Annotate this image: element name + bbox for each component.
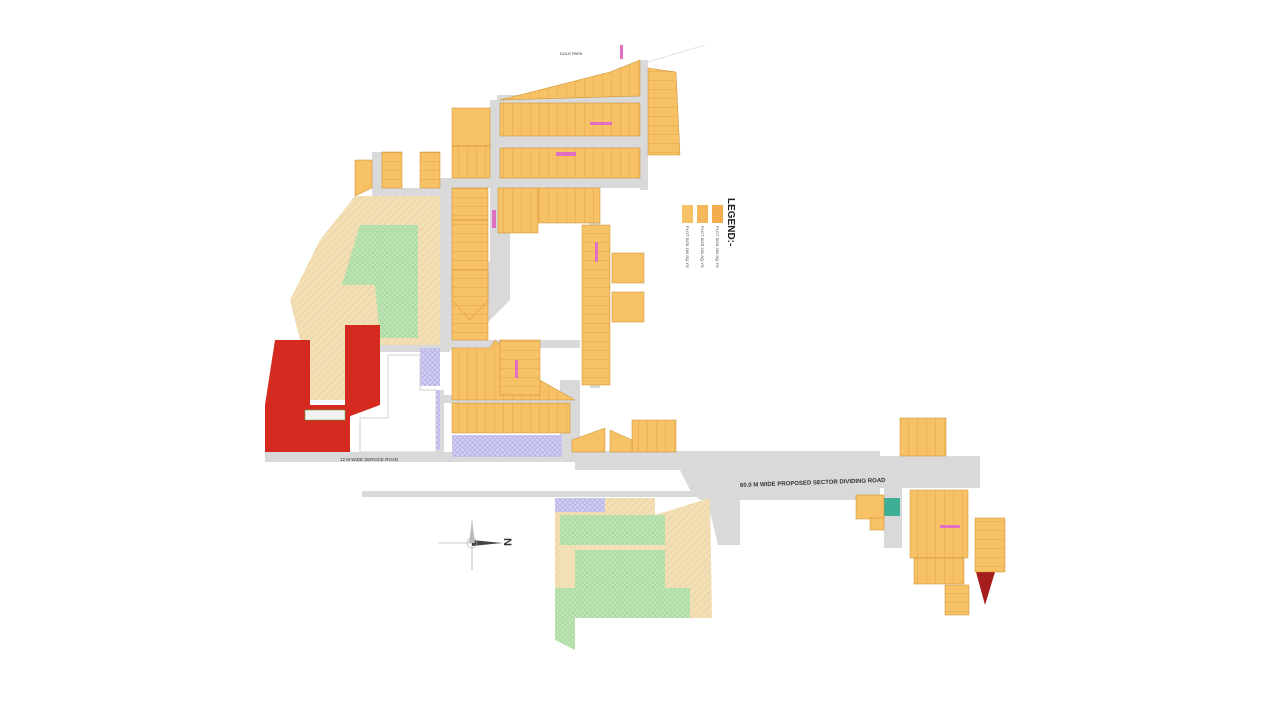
green-inner — [575, 550, 665, 588]
utility-block-1 — [420, 348, 440, 386]
legend-swatch-2 — [697, 205, 708, 223]
school-site — [359, 354, 437, 453]
plot-annotations — [492, 45, 960, 528]
main-road-label: 60.0 M WIDE PROPOSED SECTOR DIVIDING ROA… — [740, 478, 886, 489]
north-label: N — [501, 538, 513, 546]
legend-swatch-3 — [712, 205, 723, 223]
legend-label-1: PLOT SIZE 180 SQ.YD — [685, 226, 690, 268]
legend-swatch-1 — [682, 205, 693, 223]
boundary-line — [647, 44, 706, 63]
utility-block-2 — [452, 435, 562, 457]
legend-label-3: PLOT SIZE 250 SQ.YD — [715, 226, 720, 268]
legend-title: LEGEND:- — [725, 198, 736, 246]
teal-south — [884, 498, 900, 516]
legend-label-2: PLOT SIZE 200 SQ.YD — [700, 226, 705, 268]
red-corner — [976, 572, 995, 605]
legend: LEGEND:- PLOT SIZE 180 SQ.YD PLOT SIZE 2… — [682, 198, 736, 268]
top-road-label: DOLE PARK — [560, 51, 583, 56]
service-road-label: 12 M WIDE SERVICE ROAD — [340, 457, 399, 462]
residential-plots — [354, 59, 1006, 616]
green-park-bottom — [555, 588, 690, 650]
red-label-box — [304, 409, 346, 421]
north-arrow: N — [438, 520, 513, 570]
green-strip-top — [560, 515, 665, 545]
utility-block-3 — [555, 498, 605, 512]
green-park-north — [342, 225, 418, 338]
utility-strip — [434, 390, 440, 450]
